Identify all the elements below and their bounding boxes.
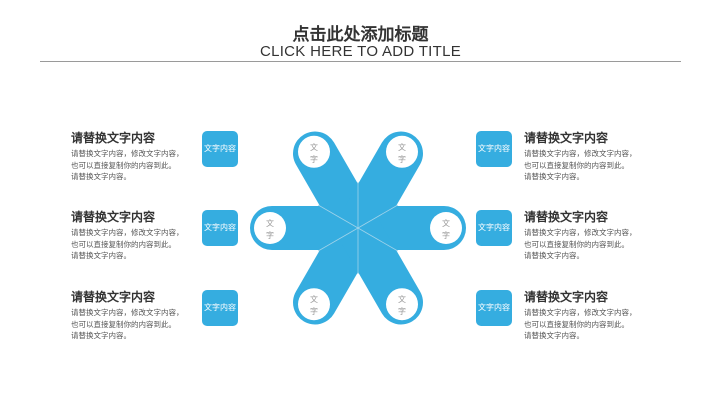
page-title[interactable]: 点击此处添加标题 bbox=[292, 25, 429, 45]
petal-divider bbox=[317, 204, 359, 229]
text-block: 请替换文字内容请替换文字内容，修改文字内容， 也可以直接复制你的内容到此。请替换文… bbox=[524, 209, 654, 262]
text-block: 请替换文字内容请替换文字内容，修改文字内容， 也可以直接复制你的内容到此。请替换文… bbox=[524, 130, 654, 183]
title-divider bbox=[40, 61, 681, 62]
body-line: 也可以直接复制你的内容到此。 bbox=[71, 160, 176, 170]
body-line: 请替换文字内容。 bbox=[524, 172, 584, 181]
block-heading[interactable]: 请替换文字内容 bbox=[524, 131, 609, 145]
petal-label[interactable]: 文 bbox=[266, 218, 274, 228]
petal-circle bbox=[386, 288, 418, 321]
body-line: 请替换文字内容。 bbox=[71, 251, 131, 260]
content-tag[interactable]: 文字内容 bbox=[202, 290, 238, 326]
body-line: 请替换文字内容。 bbox=[524, 331, 584, 340]
petal-label[interactable]: 字 bbox=[398, 306, 406, 316]
petal-divider bbox=[357, 227, 399, 252]
body-line: 也可以直接复制你的内容到此。 bbox=[71, 319, 176, 329]
body-line: 也可以直接复制你的内容到此。 bbox=[524, 319, 629, 329]
petal-divider bbox=[357, 204, 399, 229]
content-tag[interactable]: 文字内容 bbox=[476, 210, 512, 246]
petal-label[interactable]: 文 bbox=[398, 142, 406, 152]
petal-circle bbox=[298, 135, 330, 168]
body-line: 请替换文字内容，修改文字内容， bbox=[524, 149, 637, 158]
petal-label[interactable]: 字 bbox=[398, 154, 406, 164]
petal-circle bbox=[298, 288, 330, 321]
body-line: 请替换文字内容。 bbox=[71, 331, 131, 340]
petal-label[interactable]: 文 bbox=[398, 294, 406, 304]
text-block: 请替换文字内容请替换文字内容，修改文字内容， 也可以直接复制你的内容到此。请替换文… bbox=[71, 209, 201, 262]
body-line: 请替换文字内容，修改文字内容， bbox=[71, 149, 184, 158]
petal-label[interactable]: 文 bbox=[442, 218, 450, 228]
content-tag[interactable]: 文字内容 bbox=[476, 290, 512, 326]
block-body[interactable]: 请替换文字内容，修改文字内容， 也可以直接复制你的内容到此。请替换文字内容。 bbox=[71, 227, 201, 262]
block-heading[interactable]: 请替换文字内容 bbox=[71, 290, 156, 304]
petal-circle bbox=[254, 212, 286, 244]
petal-label[interactable]: 字 bbox=[442, 230, 450, 240]
petal-label[interactable]: 字 bbox=[310, 306, 318, 316]
petal-label[interactable]: 字 bbox=[266, 230, 274, 240]
body-line: 请替换文字内容，修改文字内容， bbox=[524, 308, 637, 317]
block-heading[interactable]: 请替换文字内容 bbox=[71, 131, 156, 145]
petal-divider bbox=[317, 227, 359, 252]
body-line: 请替换文字内容，修改文字内容， bbox=[524, 228, 637, 237]
content-tag[interactable]: 文字内容 bbox=[476, 131, 512, 167]
content-tag[interactable]: 文字内容 bbox=[202, 131, 238, 167]
block-heading[interactable]: 请替换文字内容 bbox=[524, 210, 609, 224]
petal-label[interactable]: 文 bbox=[310, 294, 318, 304]
block-body[interactable]: 请替换文字内容，修改文字内容， 也可以直接复制你的内容到此。请替换文字内容。 bbox=[524, 227, 654, 262]
block-heading[interactable]: 请替换文字内容 bbox=[71, 210, 156, 224]
body-line: 请替换文字内容。 bbox=[71, 172, 131, 181]
body-line: 请替换文字内容。 bbox=[524, 251, 584, 260]
block-heading[interactable]: 请替换文字内容 bbox=[524, 290, 609, 304]
body-line: 请替换文字内容，修改文字内容， bbox=[71, 228, 184, 237]
block-body[interactable]: 请替换文字内容，修改文字内容， 也可以直接复制你的内容到此。请替换文字内容。 bbox=[71, 307, 201, 342]
block-body[interactable]: 请替换文字内容，修改文字内容， 也可以直接复制你的内容到此。请替换文字内容。 bbox=[524, 148, 654, 183]
text-block: 请替换文字内容请替换文字内容，修改文字内容， 也可以直接复制你的内容到此。请替换文… bbox=[524, 289, 654, 342]
page-subtitle[interactable]: CLICK HERE TO ADD TITLE bbox=[259, 43, 462, 60]
block-body[interactable]: 请替换文字内容，修改文字内容， 也可以直接复制你的内容到此。请替换文字内容。 bbox=[524, 307, 654, 342]
body-line: 也可以直接复制你的内容到此。 bbox=[524, 160, 629, 170]
body-line: 也可以直接复制你的内容到此。 bbox=[71, 239, 176, 249]
petal-label[interactable]: 字 bbox=[310, 154, 318, 164]
petal-circle bbox=[386, 135, 418, 168]
body-line: 也可以直接复制你的内容到此。 bbox=[524, 239, 629, 249]
block-body[interactable]: 请替换文字内容，修改文字内容， 也可以直接复制你的内容到此。请替换文字内容。 bbox=[71, 148, 201, 183]
body-line: 请替换文字内容，修改文字内容， bbox=[71, 308, 184, 317]
content-tag[interactable]: 文字内容 bbox=[202, 210, 238, 246]
text-block: 请替换文字内容请替换文字内容，修改文字内容， 也可以直接复制你的内容到此。请替换文… bbox=[71, 130, 201, 183]
petal-circle bbox=[430, 212, 462, 244]
text-block: 请替换文字内容请替换文字内容，修改文字内容， 也可以直接复制你的内容到此。请替换文… bbox=[71, 289, 201, 342]
petal-label[interactable]: 文 bbox=[310, 142, 318, 152]
